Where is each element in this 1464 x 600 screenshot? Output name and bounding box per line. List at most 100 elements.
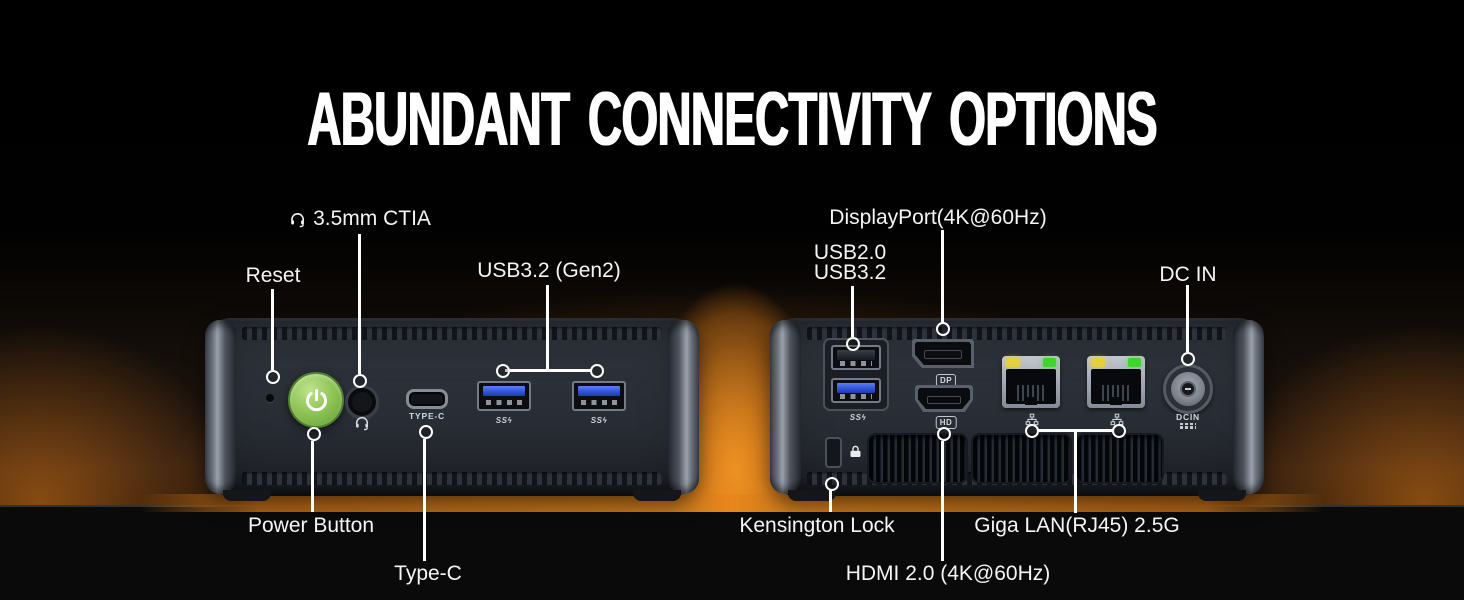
top-vent-strip <box>807 327 1227 340</box>
callout-line-kensington <box>829 490 832 512</box>
callout-line-usb32-v <box>546 285 549 371</box>
callout-label-displayport: DisplayPort(4K@60Hz) <box>829 206 1047 229</box>
callout-dot-usb32-left <box>496 364 510 378</box>
mini-pc-front-view: TYPE-C SSϟ SSϟ <box>205 318 699 501</box>
callout-label-dcin: DC IN <box>1159 263 1217 286</box>
callout-label-hdmi: HDMI 2.0 (4K@60Hz) <box>845 562 1051 585</box>
callout-line-usb-rear <box>851 286 854 337</box>
callout-label-usb20: USB2.0 <box>813 241 887 264</box>
device-foot <box>788 490 836 501</box>
displayport-slot <box>924 350 962 359</box>
callout-dot-dcin <box>1181 352 1195 366</box>
callout-label-reset: Reset <box>245 264 301 287</box>
chassis-edge-left <box>205 320 236 494</box>
callout-dot-lan-left <box>1025 424 1039 438</box>
chassis-edge-left <box>770 320 801 494</box>
lan-port-2 <box>1087 356 1145 408</box>
rj45-pins <box>1017 384 1045 401</box>
callout-dot-power <box>307 427 321 441</box>
superspeed-logo: SSϟ <box>495 416 513 425</box>
callout-line-dcin <box>1186 285 1189 353</box>
callout-dot-displayport <box>936 322 950 336</box>
dc-in-port <box>1163 364 1213 414</box>
callout-dot-usb32-right <box>590 364 604 378</box>
callout-dot-usb-rear <box>846 337 860 351</box>
power-button <box>288 372 344 428</box>
callout-label-typec: Type-C <box>394 562 462 585</box>
rj45-tab <box>1025 397 1037 405</box>
mini-pc-rear-view: SSϟ DP HD <box>770 318 1264 501</box>
backlit-surface-band <box>140 494 1324 512</box>
usb2-port <box>831 345 881 370</box>
callout-label-power: Power Button <box>247 514 375 537</box>
device-foot <box>633 490 681 501</box>
callout-line-typec <box>423 439 426 561</box>
callout-dot-reset <box>266 370 280 384</box>
callout-label-kensington: Kensington Lock <box>739 514 895 537</box>
callout-label-usb32: USB3.2 (Gen2) <box>477 259 621 282</box>
usb2-tongue <box>837 350 875 360</box>
callout-dot-hdmi <box>937 427 951 441</box>
usb3-tongue <box>837 383 875 393</box>
table-front-edge <box>0 505 1464 600</box>
exhaust-grille <box>867 433 968 484</box>
usb-a-port-1 <box>477 381 531 411</box>
rj45-cavity <box>1091 369 1141 405</box>
headset-icon <box>291 212 305 227</box>
usb-a-port-2 <box>572 381 626 411</box>
top-vent-strip <box>242 327 662 340</box>
usb3-tongue <box>578 386 620 396</box>
power-icon <box>305 388 327 411</box>
usb-pins <box>840 394 872 399</box>
callout-label-audio-text: 3.5mm CTIA <box>313 207 431 230</box>
callout-dot-lan-right <box>1112 424 1126 438</box>
type-c-port-mark: TYPE-C <box>409 411 445 421</box>
callout-line-displayport <box>941 230 944 323</box>
superspeed-logo: SSϟ <box>849 413 867 422</box>
headset-icon <box>355 417 369 431</box>
rj45-tab <box>1110 397 1122 405</box>
lock-icon <box>850 445 861 457</box>
device-foot <box>223 490 271 501</box>
callout-line-hdmi <box>941 441 944 561</box>
rj45-pins <box>1102 384 1130 401</box>
device-foot <box>1198 490 1246 501</box>
callout-line-power <box>311 441 314 512</box>
displayport-port <box>912 339 974 368</box>
exhaust-grille <box>1075 433 1164 484</box>
callout-label-audio: 3.5mm CTIA <box>289 207 431 231</box>
usb-pins <box>486 400 522 405</box>
usb-pins <box>840 361 872 366</box>
lan-port-1 <box>1002 356 1060 408</box>
callout-label-usb32-rear: USB3.2 <box>813 261 887 284</box>
exhaust-grille <box>971 433 1072 484</box>
displayport-cavity <box>915 342 971 365</box>
usb3-tongue <box>483 386 525 396</box>
lan-led-green <box>1128 358 1141 367</box>
usb3-port <box>831 378 881 403</box>
callout-line-usb32-h <box>505 369 591 372</box>
callout-dot-kensington <box>825 477 839 491</box>
usb-c-port <box>406 389 448 409</box>
chassis-edge-right <box>1233 320 1264 494</box>
callout-label-lan: Giga LAN(RJ45) 2.5G <box>974 514 1180 537</box>
audio-jack-port <box>345 385 379 419</box>
dcin-barcode <box>1180 423 1196 429</box>
kensington-slot <box>825 437 842 468</box>
bottom-vent-strip <box>242 472 662 485</box>
hdmi-cavity <box>918 388 970 409</box>
usb-pins <box>581 400 617 405</box>
dc-in-pin <box>1182 383 1194 395</box>
superspeed-logo: SSϟ <box>590 416 608 425</box>
reset-pinhole <box>266 394 274 402</box>
callout-line-audio <box>358 234 361 374</box>
hdmi-slot <box>927 396 961 404</box>
chassis-edge-right <box>668 320 699 494</box>
lan-led-green <box>1043 358 1056 367</box>
page-title: ABUNDANT CONNECTIVITY OPTIONS <box>307 77 1157 162</box>
callout-line-reset <box>271 289 274 370</box>
hdmi-port <box>915 385 973 412</box>
callout-dot-audio <box>353 374 367 388</box>
callout-line-lan-v <box>1074 432 1077 513</box>
